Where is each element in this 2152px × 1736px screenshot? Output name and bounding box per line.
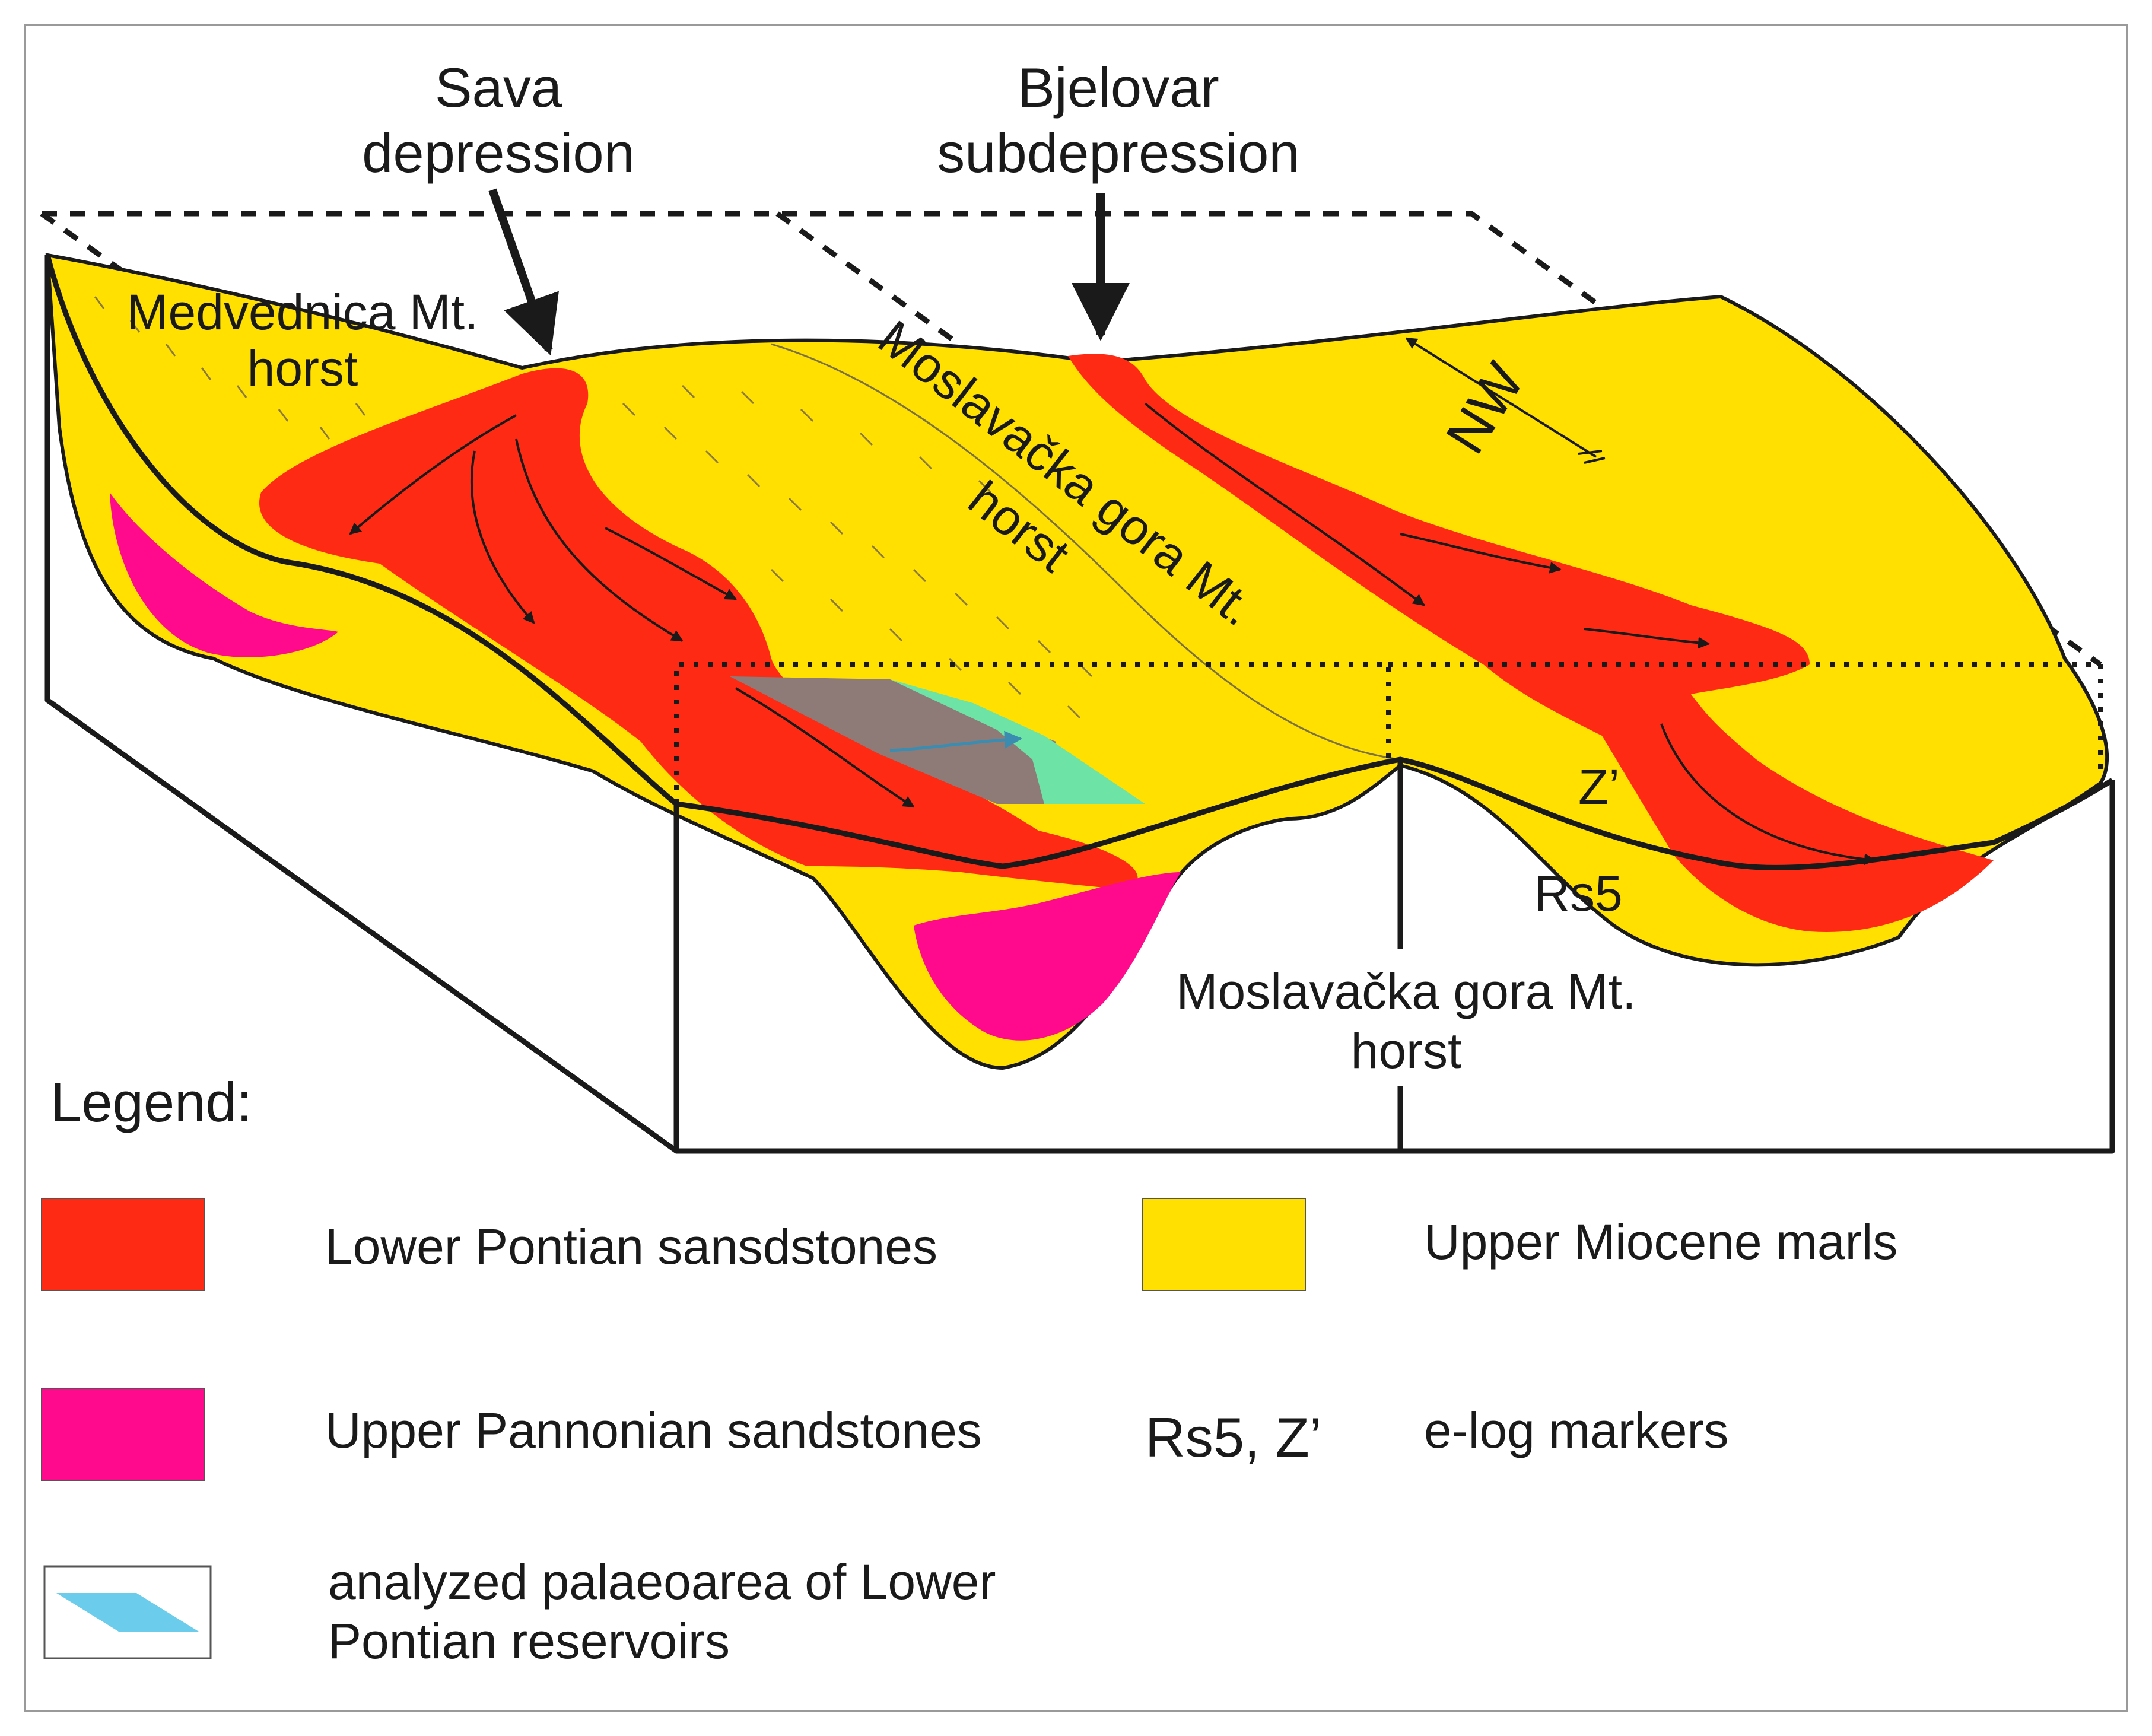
legend-label-upper-miocene: Upper Miocene marls [1424, 1214, 1897, 1270]
palaeoarea-arrow [889, 730, 1022, 752]
legend-label-elog-markers: e-log markers [1424, 1403, 1728, 1458]
legend-swatch-yellow [1142, 1198, 1306, 1291]
medvednica-label-line2: horst [247, 341, 358, 396]
legend-symbol-markers: Rs5, Z’ [1145, 1406, 1322, 1468]
bjelovar-label-line1: Bjelovar [1018, 56, 1219, 119]
legend-swatch-palaeoarea [56, 1593, 199, 1632]
block-faces [44, 254, 2115, 1154]
flow-arrows [349, 402, 1876, 866]
legend-label-lower-pontian: Lower Pontian sansdstones [325, 1219, 937, 1274]
lower-pontian-channel-bjelovar [1068, 354, 1994, 932]
legend-label-upper-pannonian: Upper Pannonian sandstones [325, 1403, 982, 1458]
medvednica-label-line1: Medvednica Mt. [127, 284, 479, 340]
moslavacka-front-label-line2: horst [1351, 1023, 1462, 1079]
figure-frame [24, 24, 2128, 1712]
legend-label-palaeoarea-line2: Pontian reservoirs [328, 1613, 730, 1669]
legend-label-palaeoarea-line1: analyzed palaeoarea of Lower [328, 1554, 996, 1610]
sava-label-line1: Sava [435, 56, 562, 119]
upper-pannonian-lens-front [914, 872, 1181, 1041]
moslavacka-ridge [771, 343, 1401, 761]
palaeoarea-grey [730, 676, 1056, 804]
moslavacka-front-label-line1: Moslavačka gora Mt. [1177, 964, 1636, 1019]
legend: Legend: Lower Pontian sansdstones Upper … [41, 1071, 1897, 1669]
marker-rs5-label: Rs5 [1534, 866, 1622, 921]
sava-pointer-arrow [488, 188, 559, 356]
legend-swatch-magenta [41, 1388, 205, 1481]
block-top-outline [42, 211, 2102, 667]
horst-hatching [94, 296, 1093, 719]
lower-pontian-channel-sava [259, 368, 1138, 890]
legend-swatch-red [41, 1198, 205, 1291]
legend-title: Legend: [50, 1071, 252, 1133]
sava-label-line2: depression [362, 122, 635, 184]
inner-dotted-box [674, 662, 1391, 804]
marker-z-label: Z’ [1578, 759, 1620, 815]
upper-pannonian-lens-left [110, 492, 338, 657]
bjelovar-label-line2: subdepression [937, 122, 1299, 184]
inner-dotted-right [1388, 662, 2103, 771]
